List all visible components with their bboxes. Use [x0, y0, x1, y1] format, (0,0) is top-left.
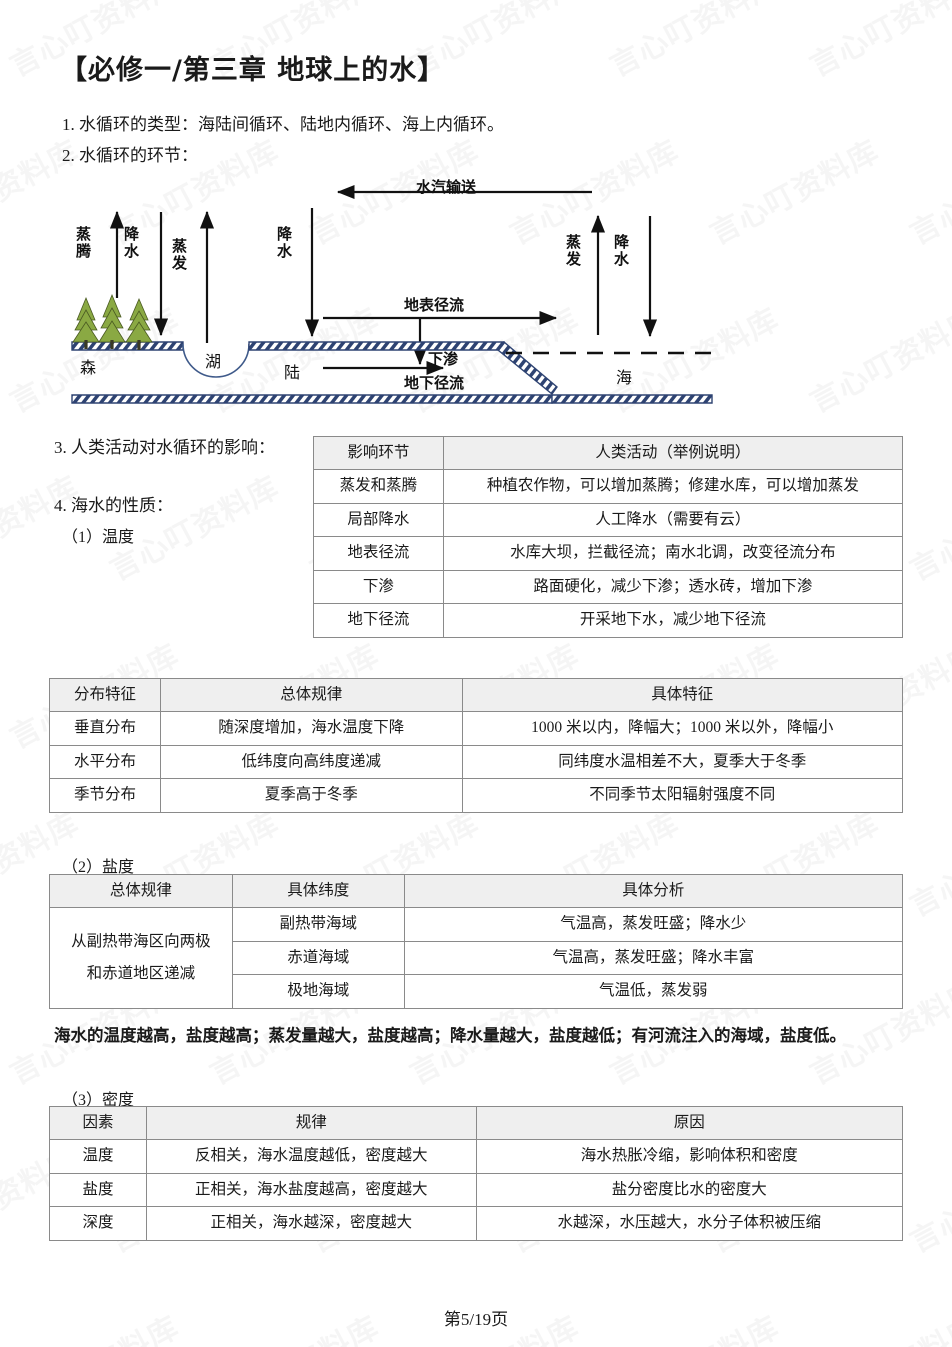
cell-rule: 正相关，海水越深，密度越大	[145, 1206, 477, 1241]
cell-feature: 垂直分布	[49, 711, 161, 746]
diagram-label-forest: 森	[80, 360, 97, 377]
cell-rule: 反相关，海水温度越低，密度越大	[145, 1139, 477, 1174]
table-header-row: 分布特征 总体规律 具体特征	[49, 677, 904, 713]
table-row: 蒸发和蒸腾 种植农作物，可以增加蒸腾；修建水库，可以增加蒸发	[313, 469, 904, 504]
salinity-summary-note: 海水的温度越高，盐度越高；蒸发量越大，盐度越高；降水量越大，盐度越低；有河流注入…	[54, 1026, 846, 1045]
cell-feature: 季节分布	[49, 778, 161, 813]
seawater-density-table: 因素 规律 原因 温度 反相关，海水温度越低，密度越大 海水热胀冷缩，影响体积和…	[49, 1105, 904, 1241]
diagram-label-evaporation-sea: 蒸发	[564, 234, 580, 268]
diagram-label-infiltration: 下渗	[428, 352, 459, 368]
cell-stage: 下渗	[313, 569, 444, 605]
th-general-rule: 总体规律	[159, 677, 463, 713]
table-row: 季节分布 夏季高于冬季 不同季节太阳辐射强度不同	[49, 778, 904, 813]
water-cycle-diagram: 水汽输送 蒸腾 降水 蒸发 降水 蒸发 降水 地表径流 下渗 地下径流 森 湖 …	[60, 168, 720, 423]
cell-analysis: 气温低，蒸发弱	[403, 974, 904, 1009]
cell-feature: 水平分布	[49, 744, 161, 780]
cell-analysis: 气温高，蒸发旺盛；降水丰富	[403, 940, 904, 976]
cell-factor: 温度	[49, 1139, 147, 1174]
cell-latitude: 副热带海域	[231, 907, 405, 942]
th-specific-latitude: 具体纬度	[231, 873, 405, 909]
table-row: 水平分布 低纬度向高纬度递减 同纬度水温相差不大，夏季大于冬季	[49, 744, 904, 780]
cell-stage: 蒸发和蒸腾	[313, 469, 444, 504]
cell-activity: 开采地下水，减少地下径流	[442, 603, 904, 638]
merged-line-2: 和赤道地区递减	[86, 965, 196, 983]
table-row: 极地海域 气温低，蒸发弱	[50, 974, 904, 1009]
outline-item-3: 3. 人类活动对水循环的影响：	[54, 438, 275, 457]
sub-label-density: （3）密度	[62, 1092, 135, 1109]
table-header-row: 因素 规律 原因	[49, 1105, 904, 1141]
table-row: 盐度 正相关，海水盐度越高，密度越大 盐分密度比水的密度大	[49, 1172, 904, 1208]
forest-trees	[72, 293, 153, 350]
th-specific-feature: 具体特征	[461, 677, 904, 713]
cell-latitude: 极地海域	[231, 974, 405, 1009]
th-factor: 因素	[49, 1105, 147, 1141]
cell-general-rule-merged: 从副热带海区向两极 和赤道地区递减	[49, 907, 233, 1009]
cell-detail: 1000 米以内，降幅大；1000 米以外，降幅小	[461, 711, 904, 746]
table-header-row: 总体规律 具体纬度 具体分析	[49, 873, 904, 909]
table-row: 深度 正相关，海水越深，密度越大 水越深，水压越大，水分子体积被压缩	[49, 1206, 904, 1241]
diagram-label-vapor-transport: 水汽输送	[416, 180, 477, 196]
th-specific-analysis: 具体分析	[403, 873, 904, 909]
diagram-label-land: 陆	[284, 365, 301, 382]
cell-activity: 种植农作物，可以增加蒸腾；修建水库，可以增加蒸发	[442, 469, 904, 504]
th-rule: 规律	[145, 1105, 477, 1141]
diagram-label-precipitation-left: 降水	[122, 226, 138, 260]
diagram-label-precipitation-sea: 降水	[612, 234, 628, 268]
cell-detail: 不同季节太阳辐射强度不同	[461, 778, 904, 813]
cell-analysis: 气温高，蒸发旺盛；降水少	[403, 907, 904, 942]
diagram-label-underground-runoff: 地下径流	[404, 376, 465, 392]
th-impact-stage: 影响环节	[313, 435, 444, 471]
cell-factor: 盐度	[49, 1172, 147, 1208]
diagram-label-lake: 湖	[205, 354, 222, 371]
table-row: 下渗 路面硬化，减少下渗；透水砖，增加下渗	[313, 569, 904, 605]
page-footer: 第5/19页	[443, 1310, 509, 1329]
water-cycle-svg	[71, 184, 713, 404]
table-row: 地下径流 开采地下水，减少地下径流	[313, 603, 904, 638]
th-human-activity: 人类活动（举例说明）	[442, 435, 904, 471]
cell-reason: 水越深，水压越大，水分子体积被压缩	[475, 1206, 904, 1241]
table-row: 局部降水 人工降水（需要有云）	[313, 502, 904, 538]
table-row: 地表径流 水库大坝，拦截径流；南水北调，改变径流分布	[313, 536, 904, 571]
cell-rule: 夏季高于冬季	[159, 778, 463, 813]
table-row: 温度 反相关，海水温度越低，密度越大 海水热胀冷缩，影响体积和密度	[49, 1139, 904, 1174]
cell-activity: 路面硬化，减少下渗；透水砖，增加下渗	[442, 569, 904, 605]
merged-line-1: 从副热带海区向两极	[71, 932, 211, 950]
th-distribution-feature: 分布特征	[49, 677, 161, 713]
cell-stage: 局部降水	[313, 502, 444, 538]
human-activity-impact-table: 影响环节 人类活动（举例说明） 蒸发和蒸腾 种植农作物，可以增加蒸腾；修建水库，…	[313, 435, 904, 638]
cell-rule: 正相关，海水盐度越高，密度越大	[145, 1172, 477, 1208]
diagram-label-evaporation-lake: 蒸发	[170, 238, 186, 272]
diagram-label-surface-runoff: 地表径流	[404, 298, 465, 314]
outline-item-1: 1. 水循环的类型：海陆间循环、陆地内循环、海上内循环。	[62, 115, 504, 134]
diagram-label-precipitation-right: 降水	[275, 226, 291, 260]
cell-rule: 随深度增加，海水温度下降	[159, 711, 463, 746]
page-title: 【必修一/第三章 地球上的水】	[60, 55, 446, 86]
table-row: 垂直分布 随深度增加，海水温度下降 1000 米以内，降幅大；1000 米以外，…	[49, 711, 904, 746]
seawater-temperature-table: 分布特征 总体规律 具体特征 垂直分布 随深度增加，海水温度下降 1000 米以…	[49, 677, 904, 813]
cell-stage: 地表径流	[313, 536, 444, 571]
seawater-salinity-table: 总体规律 具体纬度 具体分析 从副热带海区向两极 和赤道地区递减 副热带海域 气…	[49, 873, 904, 1009]
table-row: 从副热带海区向两极 和赤道地区递减 副热带海域 气温高，蒸发旺盛；降水少	[49, 907, 904, 1009]
sub-label-temperature: （1）温度	[62, 529, 135, 546]
cell-activity: 水库大坝，拦截径流；南水北调，改变径流分布	[442, 536, 904, 571]
th-reason: 原因	[475, 1105, 904, 1141]
cell-factor: 深度	[49, 1206, 147, 1241]
outline-item-4: 4. 海水的性质：	[54, 496, 173, 515]
cell-reason: 盐分密度比水的密度大	[475, 1172, 904, 1208]
th-general-rule: 总体规律	[49, 873, 233, 909]
diagram-label-sea: 海	[616, 370, 633, 387]
cell-reason: 海水热胀冷缩，影响体积和密度	[475, 1139, 904, 1174]
outline-item-2: 2. 水循环的环节：	[62, 146, 198, 165]
cell-detail: 同纬度水温相差不大，夏季大于冬季	[461, 744, 904, 780]
sub-label-salinity: （2）盐度	[62, 859, 135, 876]
cell-stage: 地下径流	[313, 603, 444, 638]
cell-rule: 低纬度向高纬度递减	[159, 744, 463, 780]
cell-activity: 人工降水（需要有云）	[442, 502, 904, 538]
cell-latitude: 赤道海域	[231, 940, 405, 976]
table-header-row: 影响环节 人类活动（举例说明）	[313, 435, 904, 471]
diagram-label-transpiration: 蒸腾	[74, 226, 90, 260]
